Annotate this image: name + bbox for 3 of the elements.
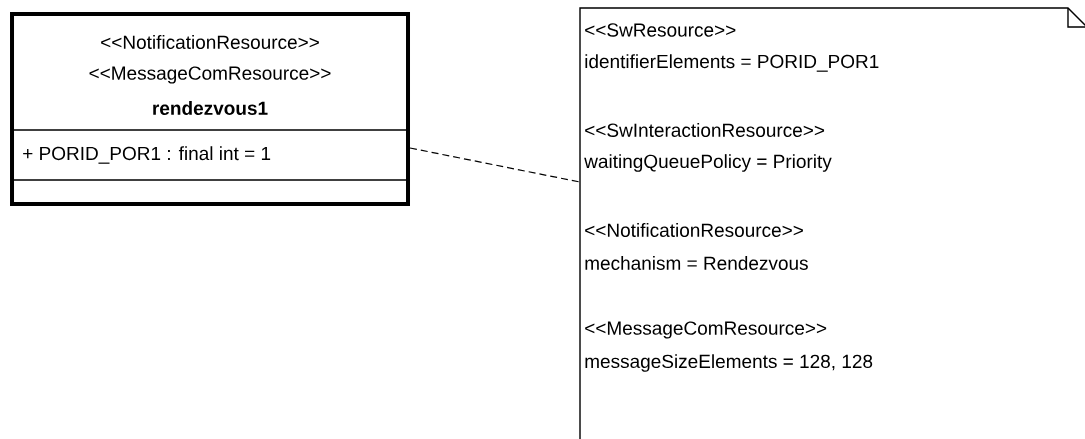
connector-line xyxy=(409,147,581,183)
note-box: <<SwResource>> identifierElements = PORID_POR1 <<SwInteractionResource>> waitingQueuePolicy = Priority <<NotificationResource>> mechanism = Rendezvous <<MessageComResource>> messageSizeElements = 128, 128 xyxy=(579,7,1085,439)
class-box: <<NotificationResource>> <<MessageComResource>> rendezvous1 + PORID_POR1 : final int = 1 xyxy=(10,12,410,206)
